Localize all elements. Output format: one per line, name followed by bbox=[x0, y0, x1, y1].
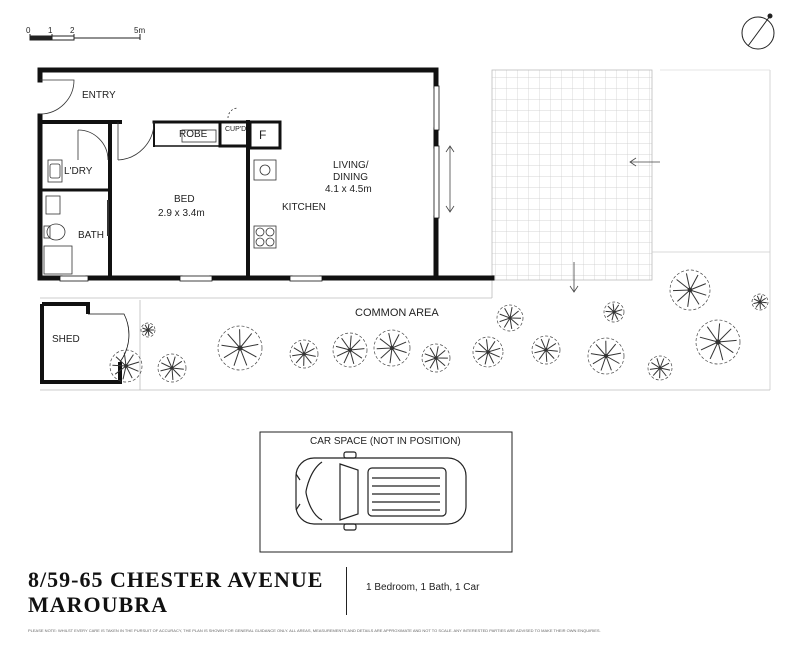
tree-icon bbox=[751, 293, 769, 311]
trees bbox=[109, 269, 769, 383]
tree-icon bbox=[669, 269, 711, 311]
doors bbox=[39, 79, 239, 236]
tree-icon bbox=[332, 332, 368, 368]
address-line-1: 8/59-65 CHESTER AVENUE bbox=[28, 567, 324, 592]
room-label-robe: ROBE bbox=[179, 129, 208, 140]
room-label-entry: ENTRY bbox=[82, 90, 116, 101]
apartment-walls bbox=[37, 67, 495, 281]
room-label-common-area: COMMON AREA bbox=[355, 307, 439, 319]
scale-tick-5m: 5m bbox=[134, 26, 146, 35]
room-label-bath: BATH bbox=[78, 230, 104, 241]
scale-bar bbox=[29, 34, 141, 41]
arrows bbox=[445, 145, 660, 293]
tree-icon bbox=[587, 337, 625, 375]
car-icon bbox=[295, 451, 467, 531]
scale-tick-1: 1 bbox=[48, 26, 53, 35]
tree-icon bbox=[217, 325, 263, 371]
property-summary: 1 Bedroom, 1 Bath, 1 Car bbox=[366, 582, 480, 593]
scale-tick-0: 0 bbox=[26, 26, 31, 35]
shed bbox=[40, 302, 130, 384]
tree-icon bbox=[157, 353, 187, 383]
car-space-label: CAR SPACE (NOT IN POSITION) bbox=[310, 436, 461, 447]
scale-tick-2: 2 bbox=[70, 26, 75, 35]
tree-icon bbox=[109, 349, 143, 383]
room-size-bed: 2.9 x 3.4m bbox=[158, 208, 205, 219]
fridge-label: F bbox=[259, 128, 267, 142]
tree-icon bbox=[140, 322, 156, 338]
room-label-dining: DINING bbox=[333, 172, 368, 183]
tree-icon bbox=[421, 343, 451, 373]
room-label-cupd: CUP'D bbox=[225, 126, 247, 133]
tree-icon bbox=[373, 329, 411, 367]
windows bbox=[59, 85, 440, 282]
room-label-bed: BED bbox=[174, 194, 195, 205]
car-space bbox=[259, 431, 513, 553]
tree-icon bbox=[695, 319, 741, 365]
tree-icon bbox=[531, 335, 561, 365]
courtyard bbox=[491, 69, 771, 390]
disclaimer-text: PLEASE NOTE: WHILST EVERY CARE IS TAKEN … bbox=[28, 628, 601, 633]
tree-icon bbox=[647, 355, 673, 381]
room-label-kitchen: KITCHEN bbox=[282, 202, 326, 213]
room-label-laundry: L'DRY bbox=[64, 166, 93, 177]
north-compass-icon bbox=[741, 13, 775, 50]
room-label-living: LIVING/ bbox=[333, 160, 369, 171]
tree-icon bbox=[289, 339, 319, 369]
address-line-2: MAROUBRA bbox=[28, 592, 168, 617]
tree-icon bbox=[496, 304, 524, 332]
room-size-living: 4.1 x 4.5m bbox=[325, 184, 372, 195]
tree-icon bbox=[603, 301, 625, 323]
fixtures bbox=[43, 129, 277, 275]
tree-icon bbox=[472, 336, 504, 368]
room-label-shed: SHED bbox=[52, 334, 80, 345]
common-area bbox=[40, 297, 770, 391]
title-divider bbox=[346, 567, 347, 615]
